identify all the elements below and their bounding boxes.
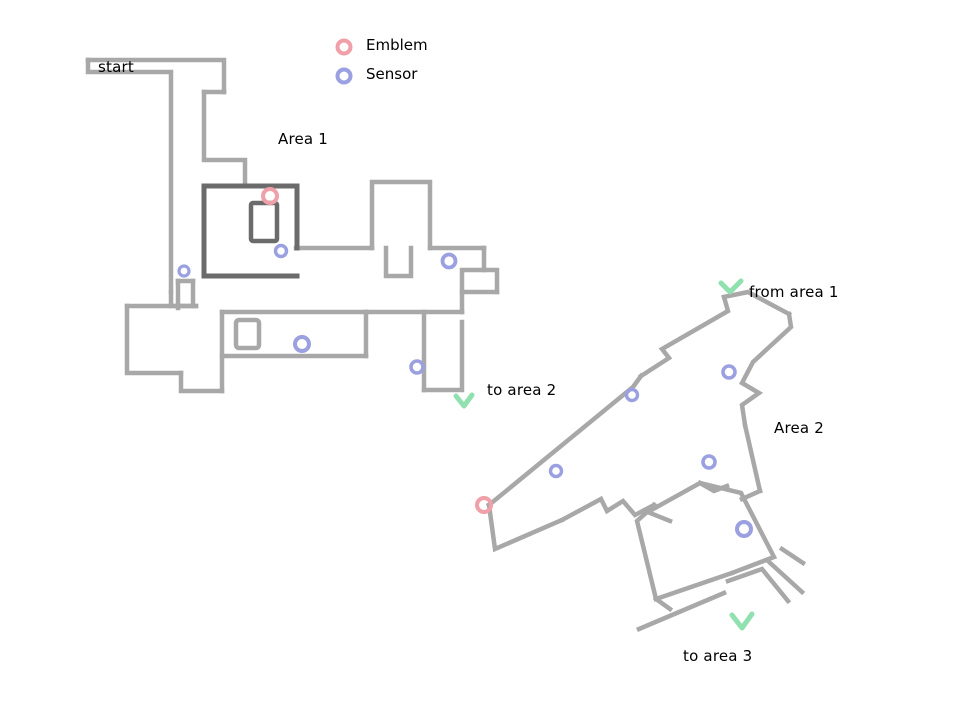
emblem-ring-icon [335, 38, 353, 56]
arrow-to-area-3-icon [729, 611, 755, 631]
emblem-ring-icon [261, 187, 279, 205]
legend-label-emblem: Emblem [366, 36, 428, 54]
sensor-ring-icon [721, 364, 737, 380]
label-area-2: Area 2 [774, 419, 825, 437]
sensor-ring-icon [409, 359, 425, 375]
label-from-area-1: from area 1 [749, 283, 839, 301]
emblem-markers [261, 187, 493, 514]
legend-item-emblem: Emblem [330, 33, 470, 62]
sensor-ring-icon [177, 264, 191, 278]
label-to-area-2: to area 2 [487, 381, 557, 399]
arrow-from-area-1-icon [718, 278, 744, 295]
sensor-ring-icon [701, 454, 717, 470]
transition-arrows [453, 278, 755, 631]
sensor-ring-icon [273, 243, 289, 259]
sensor-ring-icon [624, 387, 640, 403]
legend-label-sensor: Sensor [366, 65, 418, 83]
area1-emblem-room-walls [201, 183, 300, 279]
label-to-area-3: to area 3 [683, 647, 753, 665]
sensor-ring-icon [440, 252, 458, 270]
area2-walls [485, 289, 807, 632]
sensor-ring-icon [735, 520, 753, 538]
arrow-to-area-2-icon [453, 392, 475, 409]
sensor-ring-icon [293, 335, 311, 353]
legend-item-sensor: Sensor [330, 62, 470, 91]
sensor-markers [177, 243, 753, 538]
sensor-ring-icon [335, 67, 353, 85]
label-area-1: Area 1 [278, 130, 329, 148]
label-start: start [98, 58, 134, 76]
sensor-ring-icon [548, 463, 564, 479]
legend: Emblem Sensor [330, 33, 470, 91]
emblem-ring-icon [475, 496, 493, 514]
area1-walls [85, 57, 500, 394]
